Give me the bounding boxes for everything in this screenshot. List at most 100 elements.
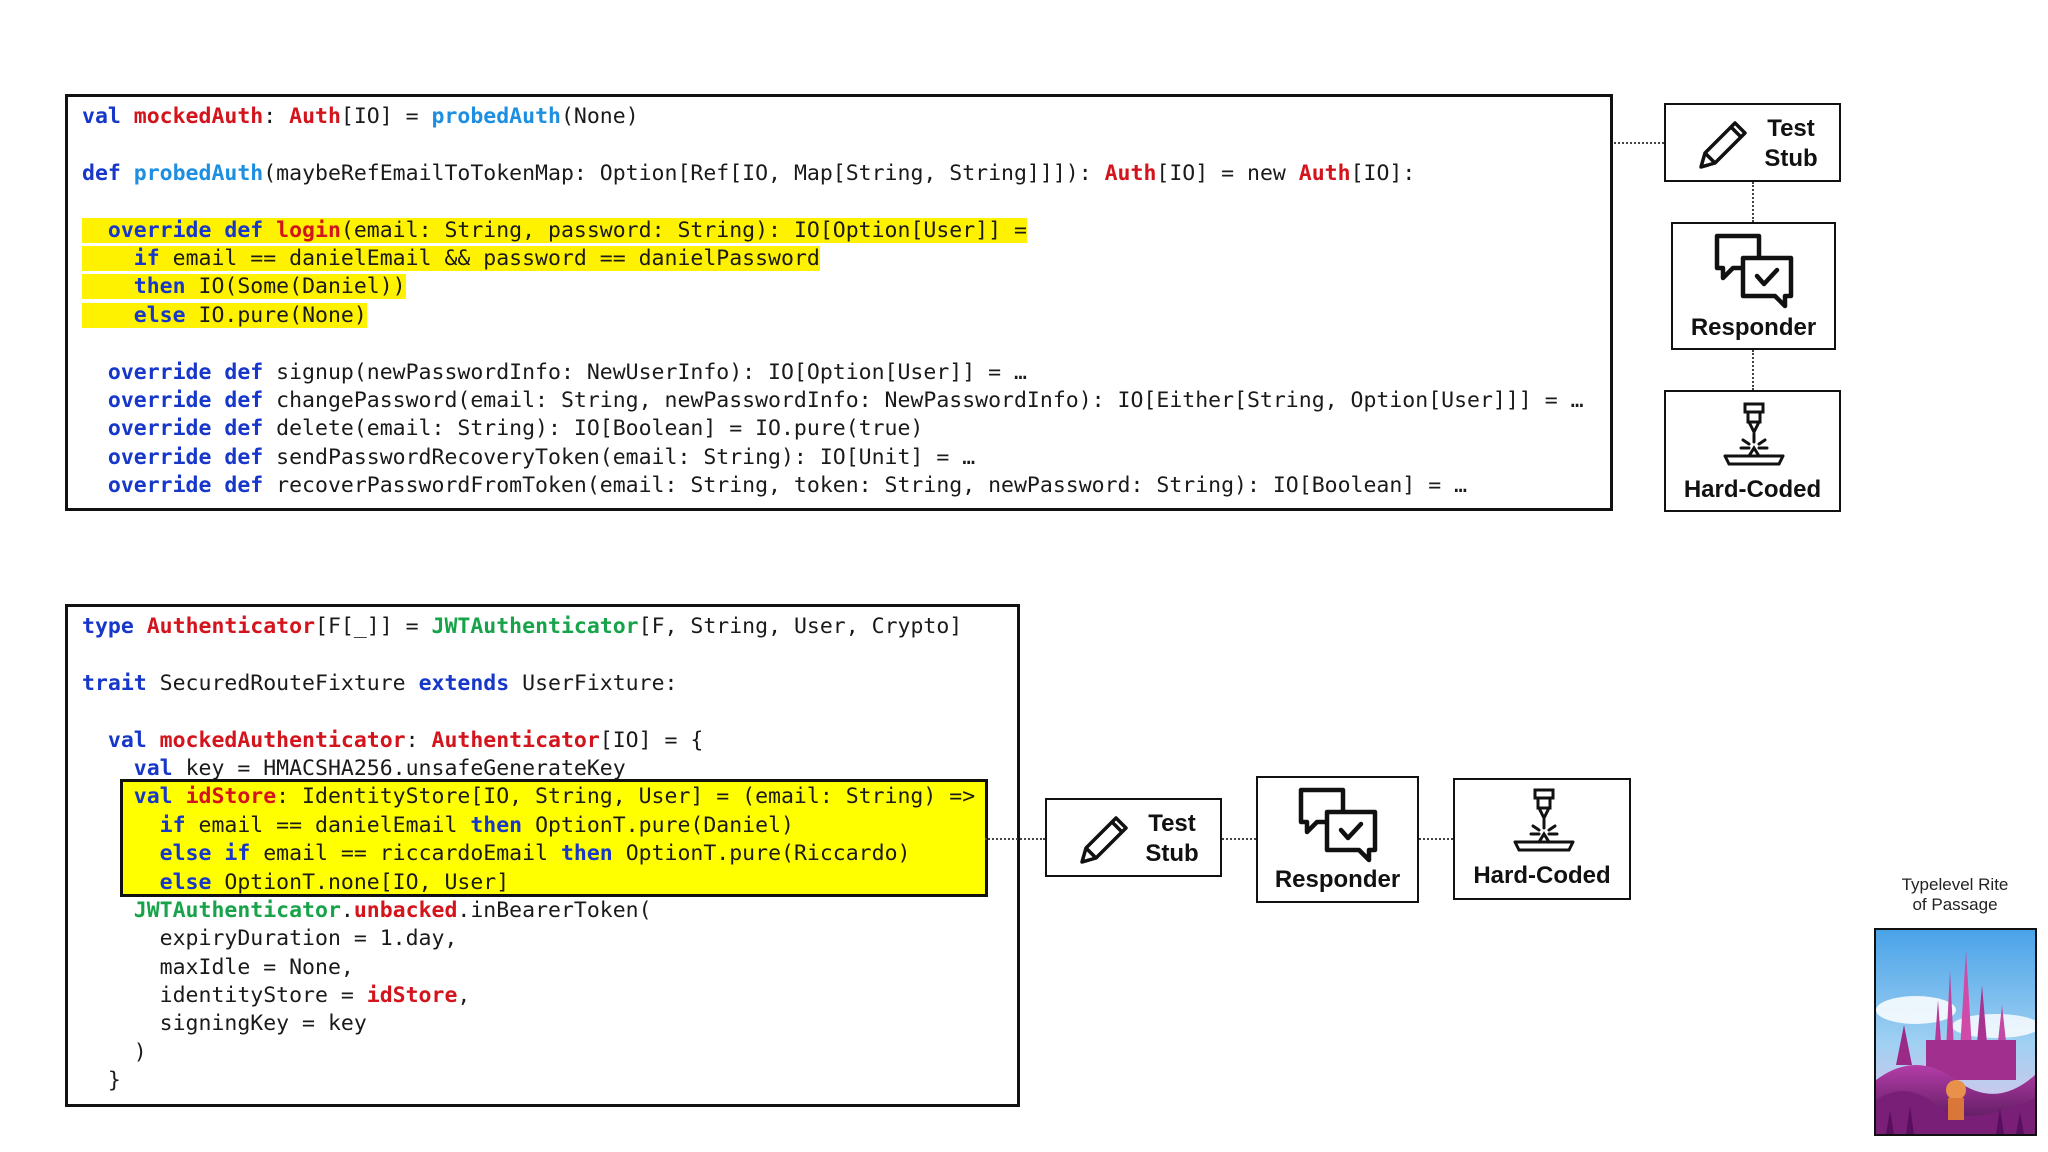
code-token: [F[_]] = [315, 614, 432, 639]
code-line: val mockedAuth: Auth[IO] = probedAuth(No… [82, 103, 1584, 131]
connector-id-store-to-test-stub [985, 838, 1045, 840]
code-token: recoverPasswordFromToken(email: String, … [276, 473, 1468, 499]
code-token: then [133, 274, 199, 300]
code-line: override def delete(email: String): IO[B… [82, 415, 1584, 443]
code-token: probedAuth [431, 104, 561, 129]
code-line: expiryDuration = 1.day, [82, 925, 975, 953]
code-token [82, 416, 108, 441]
code-token: : IdentityStore[IO, String, User] = (ema… [276, 784, 976, 810]
code-line: type Authenticator[F[_]] = JWTAuthentica… [82, 613, 975, 641]
code-token: JWTAuthenticator [431, 614, 639, 639]
bottom-code-panel: type Authenticator[F[_]] = JWTAuthentica… [65, 604, 1020, 1107]
code-token: override def [107, 416, 277, 442]
test-stub-label-line1: Test [1767, 115, 1815, 142]
test-stub-card-bottom: Test Stub [1045, 798, 1222, 877]
code-token: SecuredRouteFixture [159, 670, 419, 696]
code-token: ) [82, 1039, 147, 1065]
code-token: maxIdle = None, [82, 954, 354, 980]
code-token: Auth [1298, 160, 1351, 186]
connector-responder-to-hard-coded [1752, 350, 1754, 390]
code-line: if email == danielEmail && password == d… [82, 245, 1584, 273]
code-token: type [82, 614, 147, 639]
code-token: email == danielEmail && password == dani… [172, 245, 820, 271]
code-token [82, 246, 134, 271]
code-token: Auth [289, 104, 341, 129]
code-token: override def [107, 359, 277, 385]
code-line: val idStore: IdentityStore[IO, String, U… [82, 783, 975, 811]
id-store-highlight-frame [120, 779, 988, 897]
code-token: login [276, 217, 341, 243]
fantasy-castle-illustration [1876, 930, 2035, 1134]
code-token: IO.pure(None) [198, 302, 367, 328]
code-token: signup(newPasswordInfo: NewUserInfo): IO… [276, 359, 1027, 385]
code-line: val mockedAuthenticator: Authenticator[I… [82, 727, 975, 755]
code-token: (None) [560, 104, 639, 129]
code-line: override def sendPasswordRecoveryToken(e… [82, 444, 1584, 472]
code-token: email == riccardoEmail [263, 841, 561, 867]
pencil-icon [1699, 121, 1747, 169]
code-token [82, 303, 134, 328]
code-token: } [82, 1068, 121, 1094]
test-stub-label-line1: Test [1148, 810, 1196, 837]
code-token [82, 473, 108, 498]
hard-coded-card-bottom: Hard-Coded [1453, 778, 1631, 900]
code-token: signingKey = key [82, 1011, 367, 1037]
code-token: val [133, 784, 186, 810]
code-line: JWTAuthenticator.unbacked.inBearerToken( [82, 897, 975, 925]
code-token [82, 841, 160, 866]
caption-line1: Typelevel Rite [1901, 875, 2009, 894]
code-token: [IO] = { [599, 727, 704, 753]
code-token: unbacked [353, 897, 458, 923]
code-token: : [263, 104, 290, 129]
code-line: def probedAuth(maybeRefEmailToTokenMap: … [82, 160, 1584, 188]
code-token: email == danielEmail [198, 812, 471, 838]
connector-top-code-to-test-stub [1614, 142, 1664, 144]
code-line: override def changePassword(email: Strin… [82, 387, 1584, 415]
code-token [82, 274, 134, 299]
code-token [82, 388, 108, 413]
code-token: (email: String, password: String): IO[Op… [340, 217, 1027, 243]
code-line: trait SecuredRouteFixture extends UserFi… [82, 670, 975, 698]
test-stub-label-line2: Stub [1764, 145, 1818, 172]
code-line: else IO.pure(None) [82, 302, 1584, 330]
chat-bubbles-icon [1298, 787, 1378, 863]
code-token: expiryDuration = 1.day, [82, 926, 458, 952]
code-token: override def [107, 387, 277, 413]
laser-cutter-icon [1723, 402, 1785, 466]
code-token: override def [107, 444, 277, 470]
book-cover-image [1874, 928, 2037, 1136]
code-token: then [470, 812, 536, 838]
code-token: extends [418, 670, 523, 696]
code-line [82, 698, 975, 726]
responder-label: Responder [1274, 866, 1401, 893]
code-line: else if email == riccardoEmail then Opti… [82, 840, 975, 868]
code-line: ) [82, 1039, 975, 1067]
code-token: identityStore = [82, 983, 367, 1009]
code-token: OptionT.none[IO, User] [224, 869, 510, 895]
connector-responder-to-hard-coded [1419, 838, 1453, 840]
code-token: then [560, 841, 626, 867]
hard-coded-card-top: Hard-Coded [1664, 390, 1841, 512]
code-token [82, 756, 134, 781]
code-token: if [133, 245, 173, 271]
connector-test-stub-to-responder [1222, 838, 1256, 840]
code-line [82, 330, 1584, 358]
code-token [82, 218, 108, 243]
responder-card-bottom: Responder [1256, 776, 1419, 903]
code-line [82, 131, 1584, 159]
code-token: probedAuth [133, 160, 264, 186]
responder-label: Responder [1690, 314, 1817, 341]
chat-bubbles-icon [1714, 233, 1794, 309]
code-token [82, 784, 134, 809]
code-token: else [159, 869, 225, 895]
code-token: (maybeRefEmailToTokenMap: Option[Ref[IO,… [263, 160, 1105, 186]
top-code-panel: val mockedAuth: Auth[IO] = probedAuth(No… [65, 94, 1613, 511]
code-token: override def [107, 473, 277, 499]
code-token: else if [159, 841, 264, 867]
code-line [82, 641, 975, 669]
code-token: Auth [1104, 160, 1157, 186]
code-token: trait [82, 670, 160, 696]
code-token: Authenticator [146, 614, 316, 639]
code-token: IO(Some(Daniel)) [198, 274, 406, 300]
code-token: OptionT.pure(Daniel) [535, 812, 794, 838]
